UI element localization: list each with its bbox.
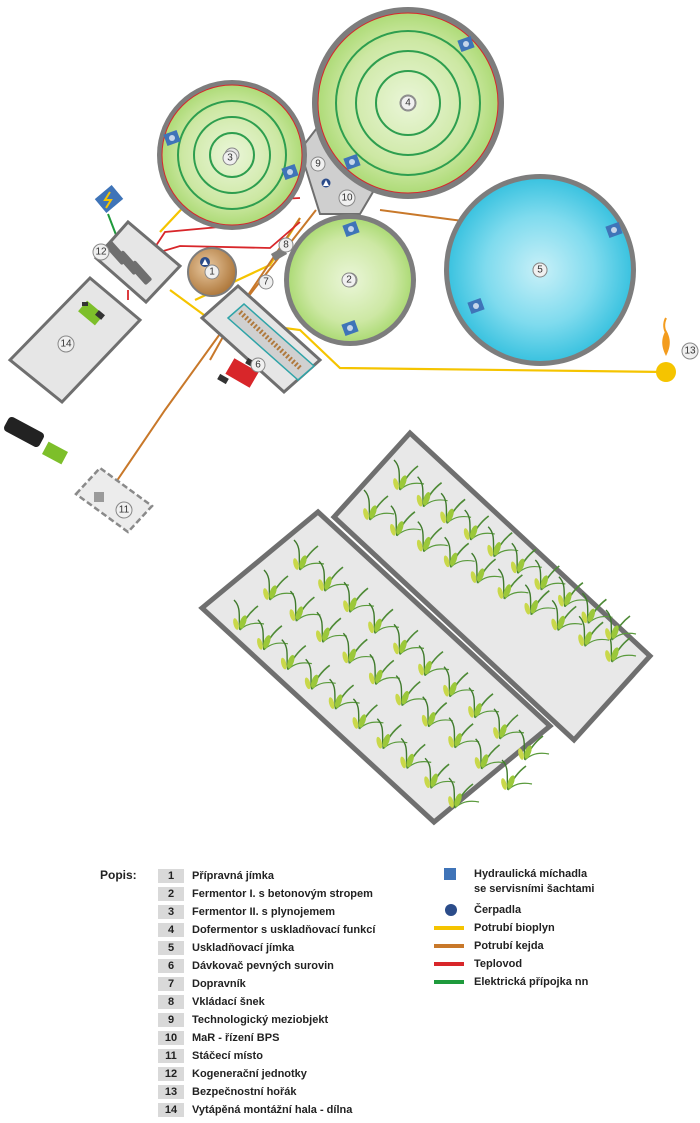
label-8: 8 xyxy=(283,240,289,251)
legend-item-number: 9 xyxy=(158,1013,184,1027)
legend-item-label: Dávkovač pevných surovin xyxy=(192,960,334,972)
label-1: 1 xyxy=(209,267,215,278)
label-2: 2 xyxy=(346,275,352,286)
label-14: 14 xyxy=(60,339,72,350)
label-13: 13 xyxy=(684,346,696,357)
legend-item-label: Vytápěná montážní hala - dílna xyxy=(192,1104,353,1116)
legend-title: Popis: xyxy=(100,868,137,882)
mixer-icon xyxy=(434,867,464,881)
legend-item-number: 2 xyxy=(158,887,184,901)
legend-item-label: Dopravník xyxy=(192,978,246,990)
legend-item: 14 Vytápěná montážní hala - dílna xyxy=(158,1102,352,1118)
building-14 xyxy=(7,275,143,405)
legend-item: 6 Dávkovač pevných surovin xyxy=(158,958,334,974)
heat-line-swatch xyxy=(434,962,464,966)
flare-icon xyxy=(656,317,676,382)
legend-item: 1 Přípravná jímka xyxy=(158,868,274,884)
legend-item-label: Uskladňovací jímka xyxy=(192,942,295,954)
legend-item: 11 Stáčecí místo xyxy=(158,1048,263,1064)
legend-item-number: 14 xyxy=(158,1103,184,1117)
legend-item-label: Technologický meziobjekt xyxy=(192,1014,329,1026)
legend-item-number: 12 xyxy=(158,1067,184,1081)
corn-plant-icon xyxy=(499,759,533,792)
label-7: 7 xyxy=(263,277,269,288)
legend-biogas: Potrubí bioplyn xyxy=(434,920,555,936)
legend-item-label: Dofermentor s uskladňovací funkcí xyxy=(192,924,376,936)
legend-power-label: Elektrická přípojka nn xyxy=(474,976,589,988)
legend-item-label: Stáčecí místo xyxy=(192,1050,263,1062)
legend-biogas-label: Potrubí bioplyn xyxy=(474,922,555,934)
legend-item-label: Přípravná jímka xyxy=(192,870,274,882)
legend-item-number: 11 xyxy=(158,1049,184,1063)
legend-heat-label: Teplovod xyxy=(474,958,523,970)
biogas-line-swatch xyxy=(434,926,464,930)
legend-item: 9 Technologický meziobjekt xyxy=(158,1012,328,1028)
legend-item: 10 MaR - řízení BPS xyxy=(158,1030,279,1046)
tractor-green-icon xyxy=(78,300,105,326)
legend-item-number: 5 xyxy=(158,941,184,955)
legend-item-label: Vkládací šnek xyxy=(192,996,265,1008)
legend-item-label: Bezpečnostní hořák xyxy=(192,1086,297,1098)
diagram-labels: 3 4 2 5 1 6 7 8 9 10 11 12 13 14 xyxy=(57,95,699,519)
legend-item: 13 Bezpečnostní hořák xyxy=(158,1084,297,1100)
legend-mixer: Hydraulická míchadla xyxy=(434,866,587,882)
legend-item: 4 Dofermentor s uskladňovací funkcí xyxy=(158,922,375,938)
legend-item-number: 3 xyxy=(158,905,184,919)
legend-item-number: 10 xyxy=(158,1031,184,1045)
slurry-line-swatch xyxy=(434,944,464,948)
legend-slurry: Potrubí kejda xyxy=(434,938,544,954)
pump-box xyxy=(94,492,104,502)
label-12: 12 xyxy=(95,247,107,258)
conveyor xyxy=(238,310,302,370)
pump-icon xyxy=(200,257,210,267)
electric-box-icon xyxy=(94,185,124,213)
legend-pump-label: Čerpadla xyxy=(474,904,522,916)
legend-item-number: 7 xyxy=(158,977,184,991)
legend-item: 2 Fermentor I. s betonovým stropem xyxy=(158,886,373,902)
legend-heat: Teplovod xyxy=(434,956,522,972)
building-12 xyxy=(93,219,183,305)
legend-item-number: 8 xyxy=(158,995,184,1009)
legend-item: 12 Kogenerační jednotky xyxy=(158,1066,307,1082)
legend-item-label: Fermentor I. s betonovým stropem xyxy=(192,888,373,900)
label-3: 3 xyxy=(227,153,233,164)
power-line-swatch xyxy=(434,980,464,984)
legend-item: 7 Dopravník xyxy=(158,976,246,992)
label-10: 10 xyxy=(341,193,353,204)
tractor-trailer-icon xyxy=(3,416,68,465)
label-9: 9 xyxy=(315,159,321,170)
pump-icon xyxy=(434,903,464,917)
building-11 xyxy=(74,466,154,534)
legend-item: 8 Vkládací šnek xyxy=(158,994,265,1010)
legend-item-number: 6 xyxy=(158,959,184,973)
legend-slurry-label: Potrubí kejda xyxy=(474,940,544,952)
legend-mixer-label: Hydraulická míchadla xyxy=(474,868,588,880)
legend-item-label: MaR - řízení BPS xyxy=(192,1032,280,1044)
legend-mixer-label-2: se servisními šachtami xyxy=(474,883,595,895)
cogeneration-units xyxy=(105,240,152,285)
legend-item: 3 Fermentor II. s plynojemem xyxy=(158,904,335,920)
corn-field-lower xyxy=(198,508,554,826)
label-4: 4 xyxy=(405,98,411,109)
corn-field-upper xyxy=(330,429,654,744)
pump-icon xyxy=(321,178,331,188)
legend-item-label: Kogenerační jednotky xyxy=(192,1068,307,1080)
legend-item: 5 Uskladňovací jímka xyxy=(158,940,294,956)
biogas-plant-diagram: 3 4 2 5 1 6 7 8 9 10 11 12 13 14 xyxy=(3,7,699,826)
legend-item-number: 4 xyxy=(158,923,184,937)
legend: Popis: 1 Přípravná jímka 2 Fermentor I. s … xyxy=(0,860,700,1123)
label-6: 6 xyxy=(255,360,261,371)
legend-item-number: 13 xyxy=(158,1085,184,1099)
legend-pump: Čerpadla xyxy=(434,902,521,918)
legend-item-number: 1 xyxy=(158,869,184,883)
legend-power: Elektrická přípojka nn xyxy=(434,974,588,990)
solid-feeder xyxy=(226,303,316,381)
label-5: 5 xyxy=(537,265,543,276)
legend-item-label: Fermentor II. s plynojemem xyxy=(192,906,336,918)
label-11: 11 xyxy=(119,505,130,516)
